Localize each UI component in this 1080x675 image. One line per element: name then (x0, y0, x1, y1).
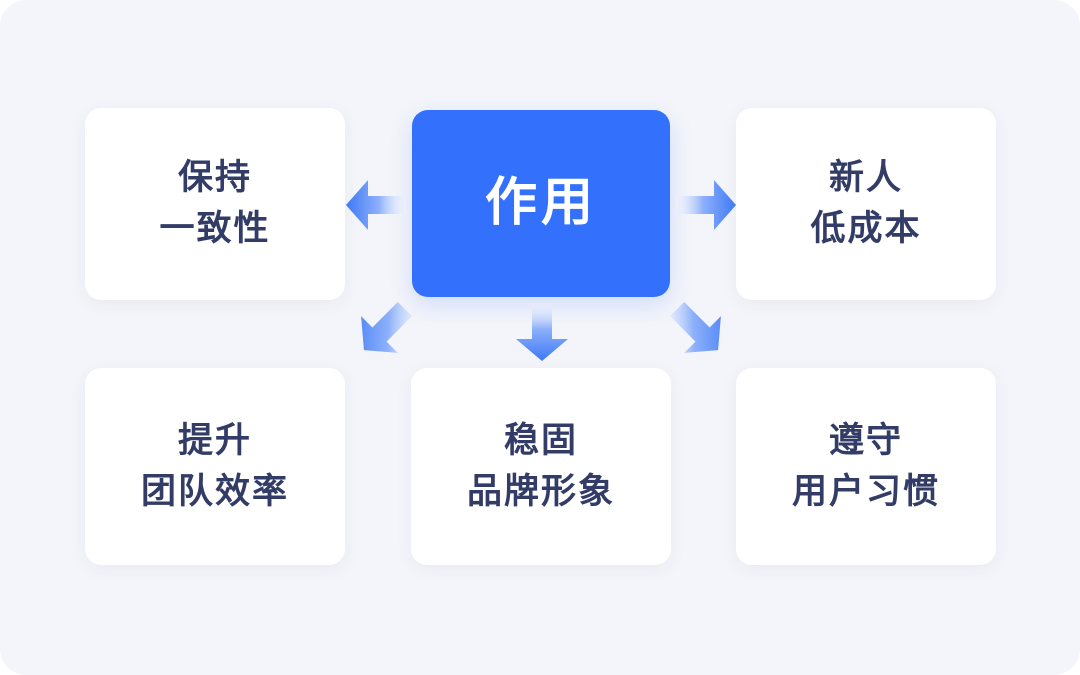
card-bottom-left[interactable]: 提升 团队效率 (85, 368, 345, 565)
arrow-down-icon (513, 303, 571, 363)
card-top-right-line2: 低成本 (810, 209, 922, 248)
card-bottom-right-line2: 用户习惯 (791, 471, 940, 511)
center-node[interactable]: 作用 (412, 110, 670, 297)
card-bottom-right-line1: 遵守 (828, 420, 903, 460)
card-bottom-middle-line1: 稳固 (503, 420, 578, 460)
center-node-label: 作用 (484, 174, 597, 233)
card-bottom-left-line2: 团队效率 (140, 471, 289, 511)
card-bottom-middle[interactable]: 稳固 品牌形象 (411, 368, 671, 565)
card-bottom-right[interactable]: 遵守 用户习惯 (736, 368, 996, 565)
card-top-right-line1: 新人 (828, 158, 903, 198)
arrow-down-right-icon (668, 300, 730, 362)
arrow-left-icon (344, 176, 406, 234)
card-top-left-line2: 一致性 (159, 209, 271, 248)
arrow-down-left-icon (352, 300, 414, 362)
arrow-right-icon (676, 176, 738, 234)
card-top-left-line1: 保持 (177, 158, 252, 198)
card-top-left[interactable]: 保持 一致性 (85, 108, 345, 300)
card-top-right[interactable]: 新人 低成本 (736, 108, 996, 300)
card-bottom-left-line1: 提升 (177, 420, 252, 460)
card-bottom-middle-line2: 品牌形象 (466, 471, 615, 511)
